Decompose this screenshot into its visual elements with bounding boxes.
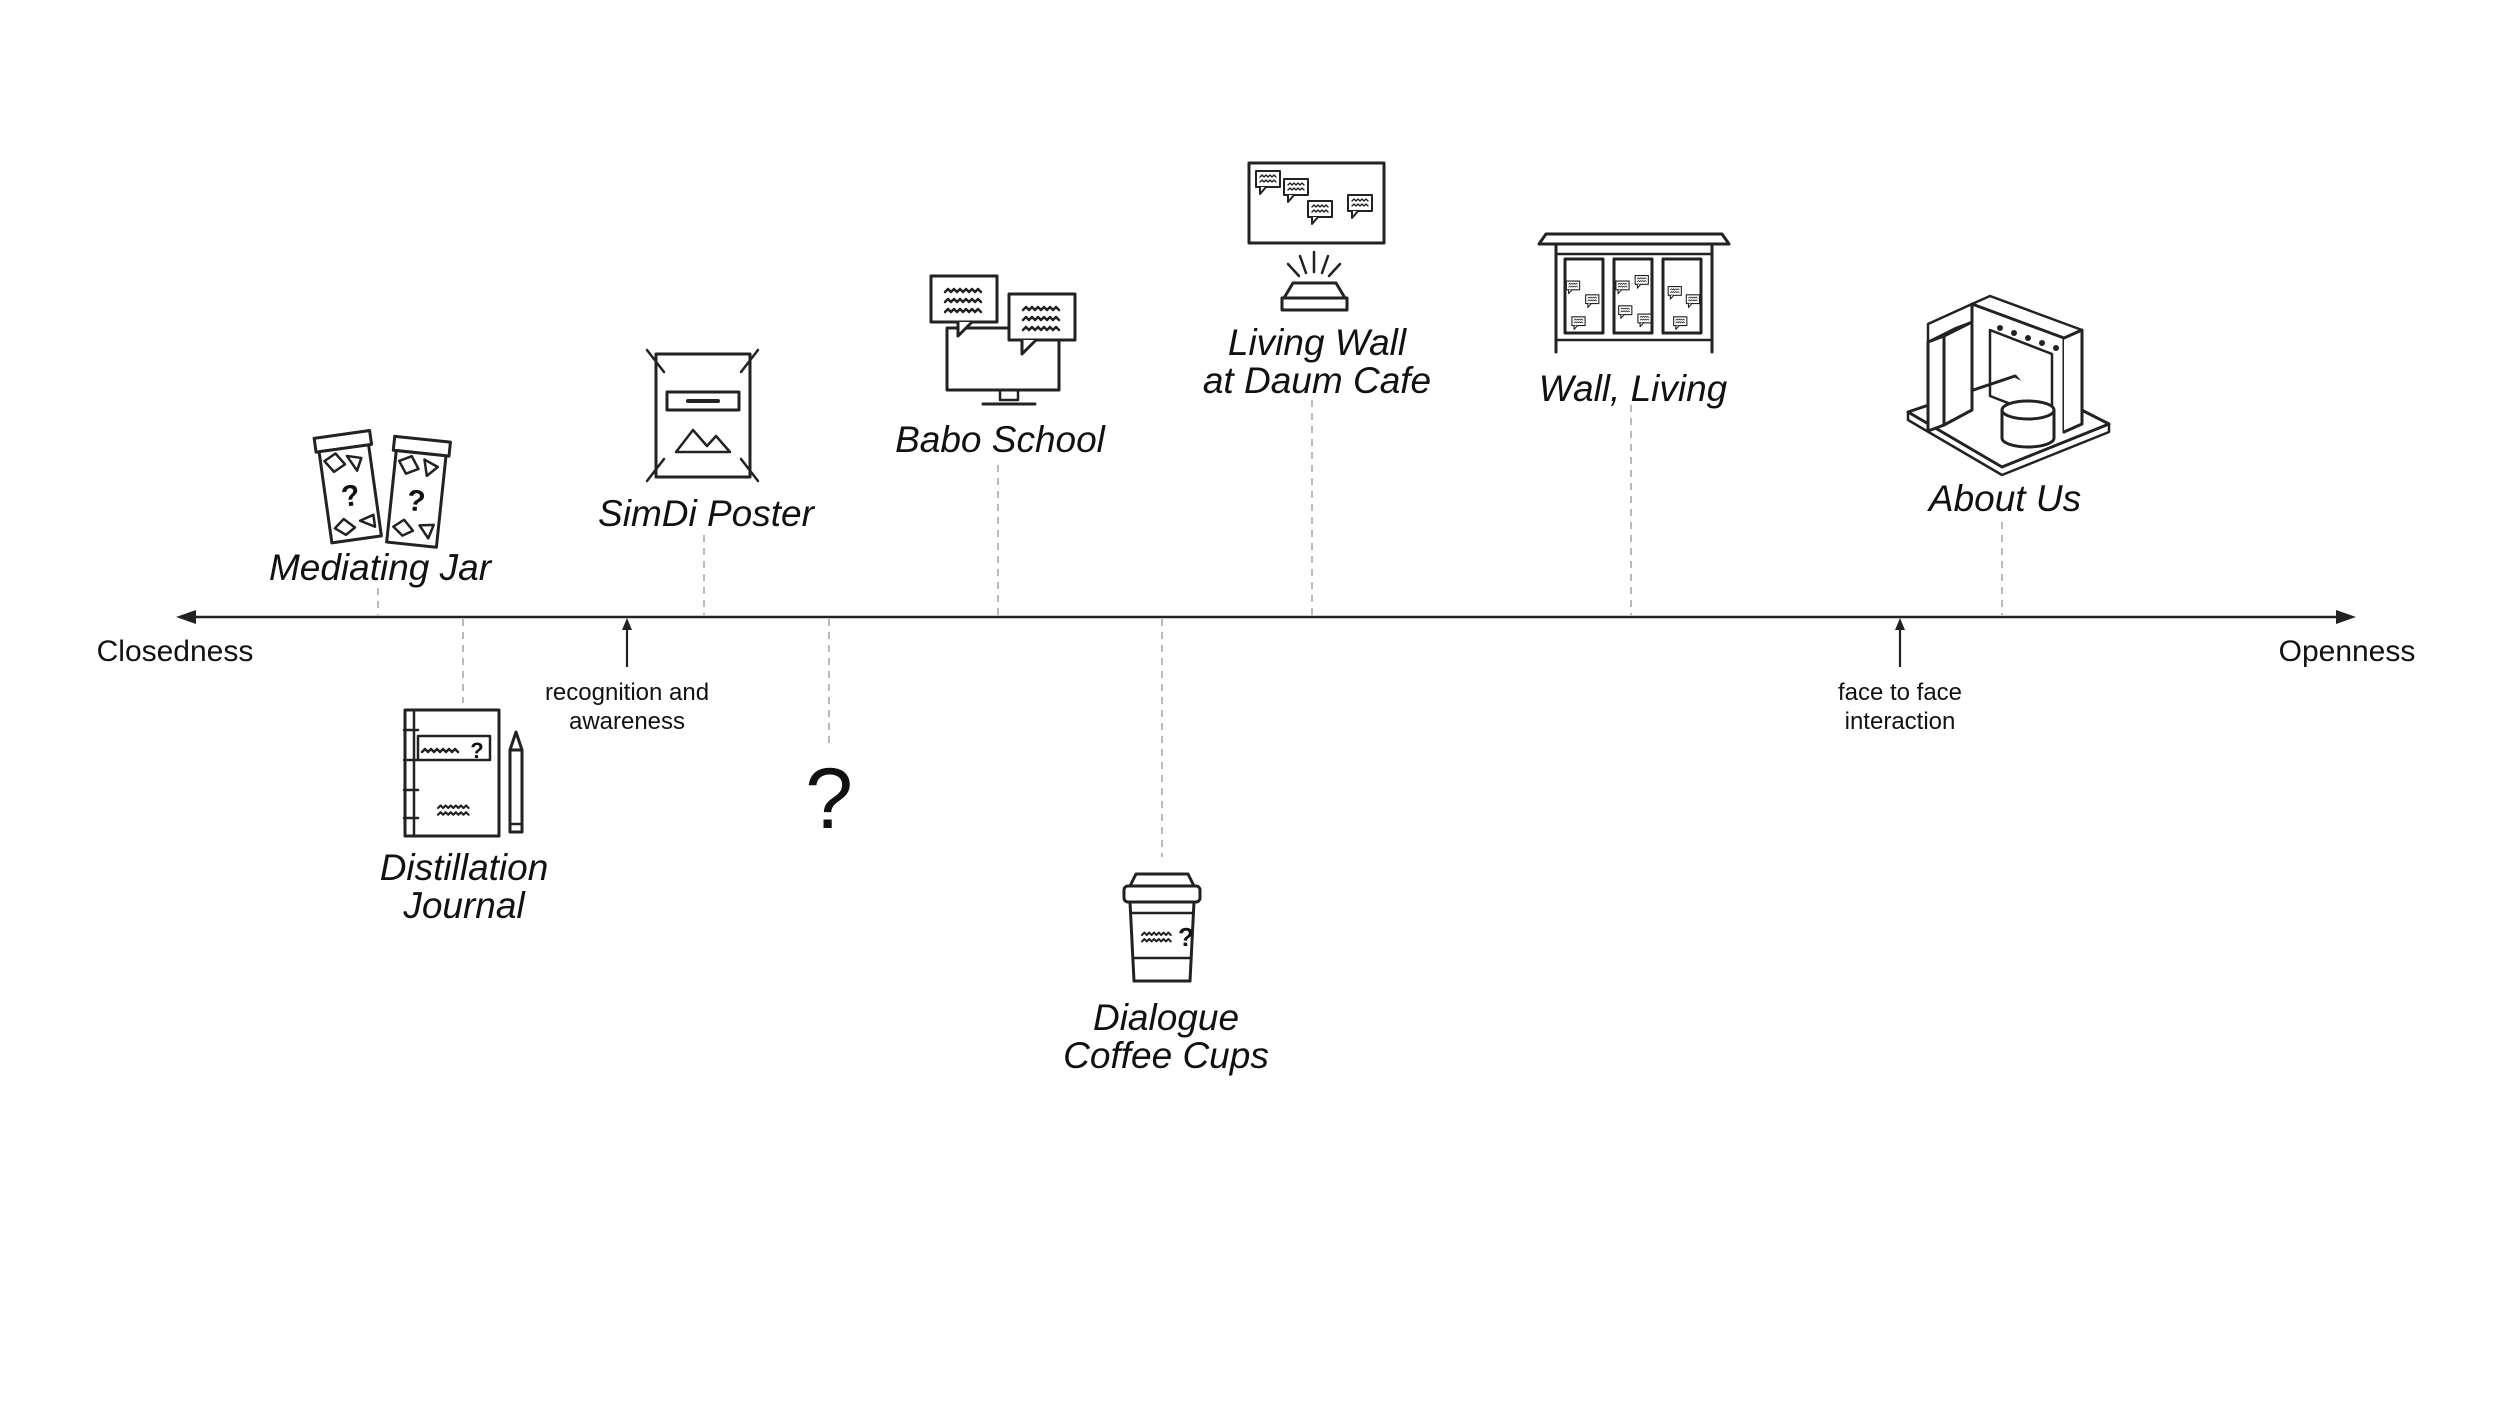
label-wall-living: Wall, Living bbox=[1539, 368, 1728, 409]
monitor-chat-icon bbox=[929, 274, 1077, 406]
svg-text:?: ? bbox=[1178, 922, 1194, 952]
label-distillation-journal-line1: Distillation bbox=[380, 847, 549, 888]
up-arrow-icon bbox=[622, 618, 632, 630]
item-question: ? bbox=[805, 751, 853, 847]
axis-right-label: Openness bbox=[2279, 635, 2416, 668]
item-babo-school: Babo School bbox=[895, 274, 1107, 460]
projector-wall-icon bbox=[1247, 161, 1386, 312]
label-about-us: About Us bbox=[1927, 478, 2081, 519]
item-living-wall-daum-cafe: Living Wall at Daum Cafe bbox=[1203, 161, 1431, 401]
note-face-to-face: face to face interaction bbox=[1838, 618, 1962, 735]
item-simdi-poster: SimDi Poster bbox=[598, 348, 816, 534]
journal-pencil-icon: ? bbox=[402, 708, 524, 838]
note-recognition-line1: recognition and bbox=[545, 679, 709, 706]
item-distillation-journal: ? Distillation Journal bbox=[380, 708, 549, 926]
right-arrow-icon bbox=[2336, 610, 2356, 624]
note-recognition-line2: awareness bbox=[569, 708, 685, 735]
mediating-jars-icon: ? ? bbox=[312, 429, 452, 549]
label-simdi-poster: SimDi Poster bbox=[598, 493, 816, 534]
axis: Closedness Openness bbox=[97, 610, 2416, 668]
label-distillation-journal-line2: Journal bbox=[402, 885, 526, 926]
item-wall-living: Wall, Living bbox=[1537, 232, 1731, 409]
label-dialogue-coffee-cups-line2: Coffee Cups bbox=[1063, 1035, 1269, 1076]
label-mediating-jar: Mediating Jar bbox=[269, 547, 493, 588]
question-mark: ? bbox=[805, 751, 853, 847]
svg-text:?: ? bbox=[405, 484, 427, 519]
note-recognition: recognition and awareness bbox=[545, 618, 709, 735]
label-dialogue-coffee-cups-line1: Dialogue bbox=[1093, 997, 1239, 1038]
axis-left-label: Closedness bbox=[97, 635, 254, 668]
left-arrow-icon bbox=[176, 610, 196, 624]
item-mediating-jar: ? ? Mediating Jar bbox=[269, 429, 493, 588]
poster-icon bbox=[645, 348, 760, 483]
note-face-to-face-line1: face to face bbox=[1838, 679, 1962, 706]
label-living-wall-line2: at Daum Cafe bbox=[1203, 360, 1431, 401]
label-babo-school: Babo School bbox=[895, 419, 1107, 460]
note-face-to-face-line2: interaction bbox=[1845, 708, 1956, 735]
item-dialogue-coffee-cups: ? Dialogue Coffee Cups bbox=[1063, 872, 1269, 1076]
connectors bbox=[377, 400, 2003, 857]
booth-icon bbox=[1906, 294, 2111, 477]
coffee-cup-icon: ? bbox=[1122, 872, 1202, 983]
svg-text:?: ? bbox=[470, 738, 483, 763]
bus-stop-wall-icon bbox=[1537, 232, 1731, 354]
item-about-us: About Us bbox=[1906, 294, 2111, 519]
svg-text:?: ? bbox=[339, 479, 362, 514]
label-living-wall-line1: Living Wall bbox=[1228, 322, 1408, 363]
up-arrow-icon bbox=[1895, 618, 1905, 630]
